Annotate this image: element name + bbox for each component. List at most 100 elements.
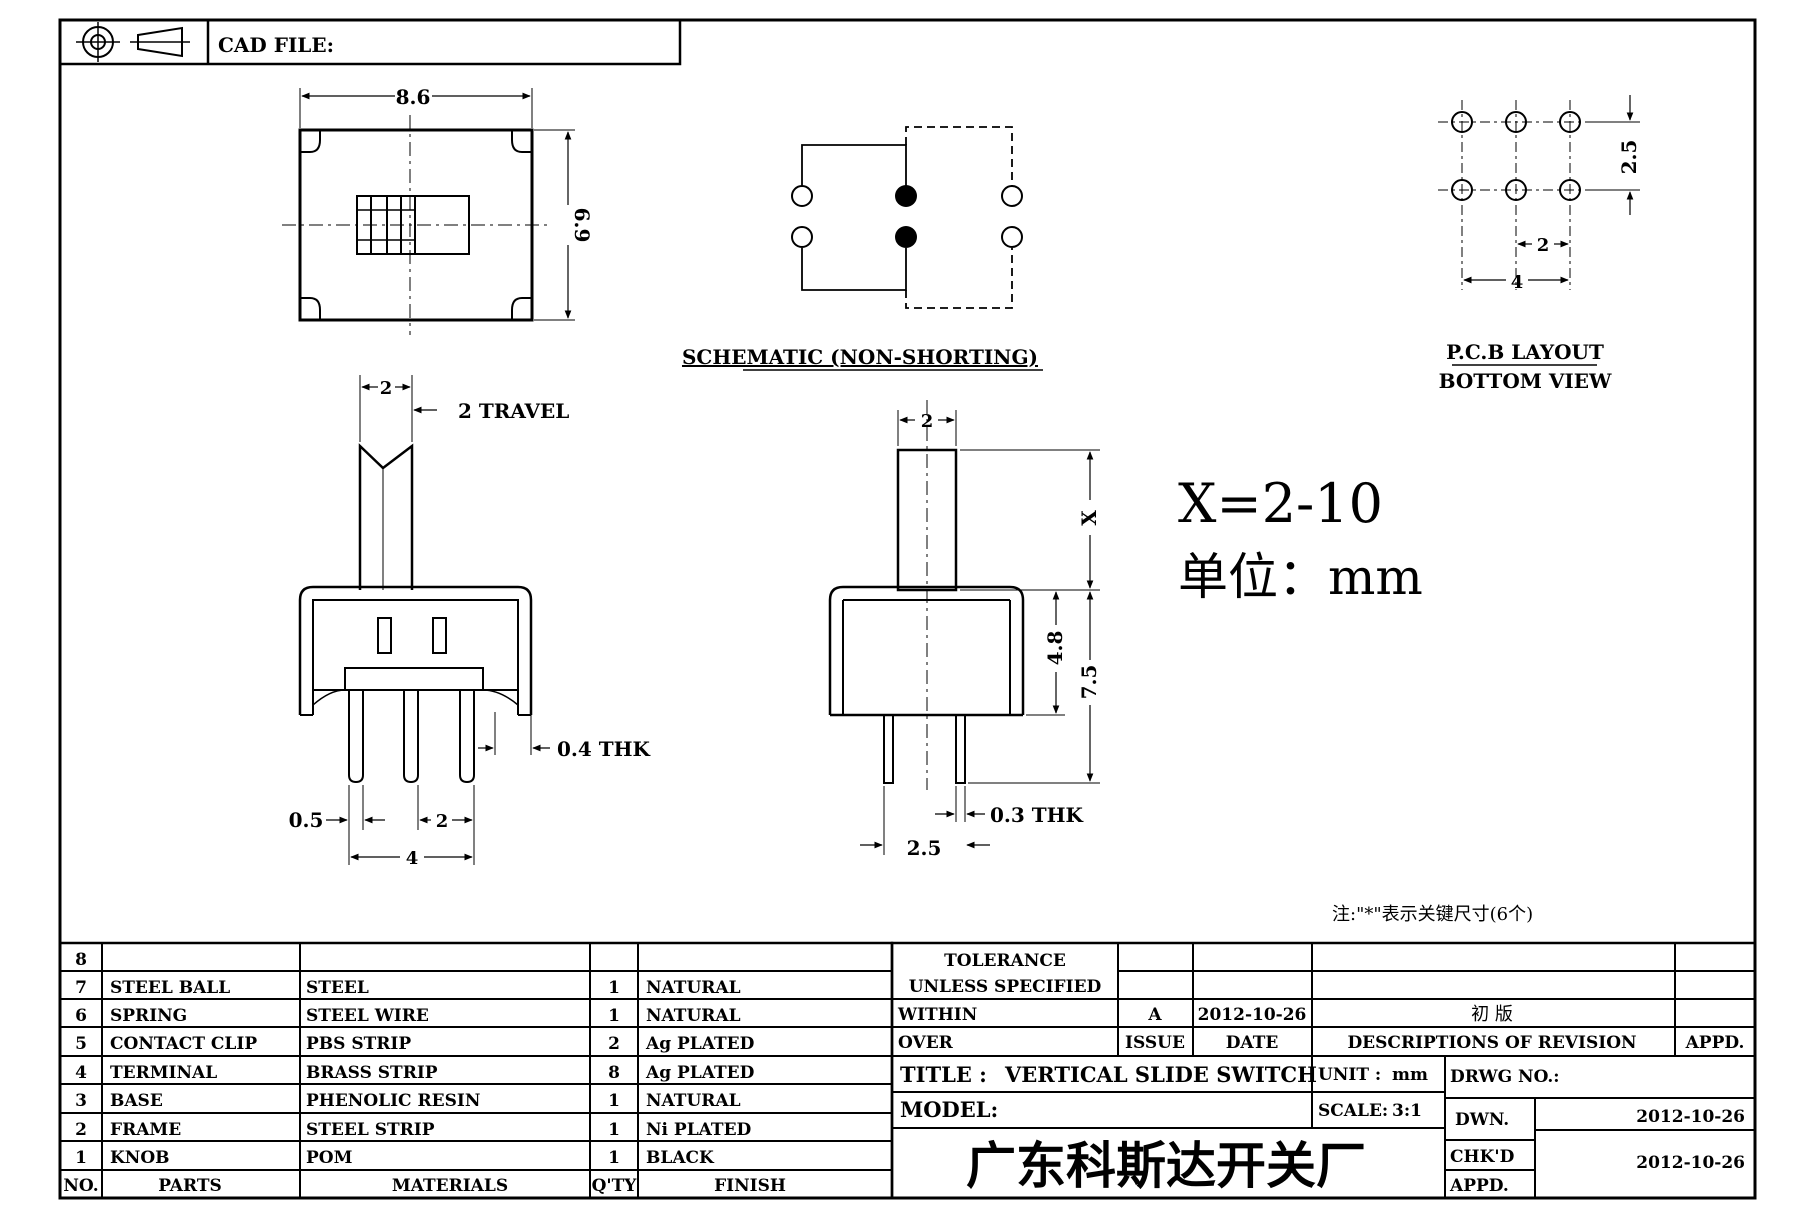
front-dim-pin-width: 0.5 bbox=[289, 808, 324, 832]
descriptions-label: DESCRIPTIONS OF REVISION bbox=[1347, 1033, 1636, 1053]
pcb-layout: 2.5 2 4 P.C.B LAYOUT BOTTOM VIEW bbox=[1438, 95, 1641, 393]
bom-cell-no: 6 bbox=[75, 1006, 87, 1026]
issue-label: ISSUE bbox=[1125, 1033, 1185, 1053]
bom-cell-qty: 1 bbox=[608, 1091, 620, 1111]
bom-cell-no: 7 bbox=[75, 978, 87, 998]
bom-header-finish: FINISH bbox=[714, 1176, 786, 1196]
bom-cell-no: 5 bbox=[75, 1034, 87, 1054]
scale-label: SCALE: bbox=[1318, 1101, 1388, 1121]
projection-symbol-icon bbox=[76, 22, 190, 62]
bom-cell-qty: 1 bbox=[608, 978, 620, 998]
bom-cell-no: 8 bbox=[75, 950, 87, 970]
bom-cell-material: POM bbox=[306, 1148, 353, 1168]
cad-file-header: CAD FILE: bbox=[58, 18, 682, 66]
title-label: TITLE : bbox=[900, 1062, 987, 1087]
schematic-diagram: SCHEMATIC (NON-SHORTING) bbox=[682, 126, 1043, 371]
bom-cell-part: TERMINAL bbox=[110, 1063, 217, 1083]
company-name: 广东科斯达开关厂 bbox=[966, 1137, 1366, 1195]
schematic-title: SCHEMATIC (NON-SHORTING) bbox=[682, 345, 1038, 369]
bom-cell-part: STEEL BALL bbox=[110, 978, 230, 998]
bom-cell-no: 1 bbox=[75, 1148, 87, 1168]
date-label: DATE bbox=[1226, 1033, 1279, 1053]
bom-header-no: NO. bbox=[63, 1176, 98, 1196]
bom-cell-no: 2 bbox=[75, 1120, 87, 1140]
appd-label: APPD. bbox=[1685, 1033, 1745, 1053]
model-label: MODEL: bbox=[900, 1097, 998, 1122]
bom-cell-no: 3 bbox=[75, 1091, 87, 1111]
side-dim-top: 2 bbox=[921, 411, 934, 432]
bom-header-materials: MATERIALS bbox=[392, 1176, 508, 1196]
title-block: TOLERANCE UNLESS SPECIFIED WITHIN OVER A… bbox=[890, 941, 1757, 1200]
bom-cell-material: PHENOLIC RESIN bbox=[306, 1091, 480, 1111]
front-dim-span: 4 bbox=[406, 848, 419, 869]
bom-cell-part: BASE bbox=[110, 1091, 163, 1111]
dwn-date: 2012-10-26 bbox=[1636, 1107, 1745, 1127]
unless-specified-label: UNLESS SPECIFIED bbox=[909, 977, 1102, 997]
revision-description: 初 版 bbox=[1471, 1004, 1513, 1025]
bom-cell-finish: NATURAL bbox=[646, 1091, 741, 1111]
bom-cell-part: SPRING bbox=[110, 1006, 187, 1026]
unit-label: UNIT : bbox=[1318, 1065, 1381, 1085]
top-view: 8.6 6.9 bbox=[282, 85, 594, 335]
bom-cell-finish: Ag PLATED bbox=[645, 1034, 755, 1054]
bom-header-parts: PARTS bbox=[158, 1176, 222, 1196]
pcb-title: P.C.B LAYOUT bbox=[1446, 340, 1604, 364]
drwg-no-label: DRWG NO.: bbox=[1450, 1067, 1560, 1087]
side-dim-pitch: 2.5 bbox=[907, 836, 942, 860]
tolerance-label: TOLERANCE bbox=[944, 951, 1066, 971]
front-dim-top: 2 bbox=[380, 378, 393, 399]
bom-cell-part: FRAME bbox=[110, 1120, 181, 1140]
bom-cell-material: BRASS STRIP bbox=[306, 1063, 438, 1083]
bom-header-qty: Q'TY bbox=[592, 1176, 638, 1196]
bom-cell-finish: NATURAL bbox=[646, 1006, 741, 1026]
bom-cell-finish: Ag PLATED bbox=[645, 1063, 755, 1083]
bom-cell-no: 4 bbox=[75, 1063, 87, 1083]
unit-note: 单位：mm bbox=[1178, 548, 1423, 606]
dwn-label: DWN. bbox=[1455, 1110, 1509, 1130]
bom-cell-finish: NATURAL bbox=[646, 978, 741, 998]
within-label: WITHIN bbox=[897, 1005, 977, 1025]
appd-row-label: APPD. bbox=[1449, 1176, 1509, 1196]
bom-cell-material: STEEL STRIP bbox=[306, 1120, 435, 1140]
title-value: VERTICAL SLIDE SWITCH bbox=[1004, 1062, 1317, 1087]
bom-cell-qty: 1 bbox=[608, 1120, 620, 1140]
side-thk-label: 0.3 THK bbox=[990, 803, 1084, 827]
dim-height-label: 6.9 bbox=[570, 208, 594, 243]
bom-cell-part: KNOB bbox=[110, 1148, 170, 1168]
bom-cell-material: PBS STRIP bbox=[306, 1034, 411, 1054]
key-dimension-note: 注:"*"表示关键尺寸(6个) bbox=[1332, 904, 1533, 925]
bom-cell-material: STEEL WIRE bbox=[306, 1006, 429, 1026]
bom-cell-material: STEEL bbox=[306, 978, 369, 998]
bom-cell-qty: 8 bbox=[608, 1063, 620, 1083]
chk-date: 2012-10-26 bbox=[1636, 1153, 1745, 1173]
front-thk-label: 0.4 THK bbox=[557, 737, 651, 761]
side-view: 2 X 4.8 7.5 0.3 THK 2.5 bbox=[828, 400, 1101, 860]
pcb-dim-row: 2.5 bbox=[1617, 140, 1641, 175]
front-view: 2 2 TRAVEL 0.4 THK 0.5 2 4 bbox=[289, 375, 651, 869]
cad-file-label: CAD FILE: bbox=[218, 33, 334, 57]
dim-width-label: 8.6 bbox=[396, 85, 431, 109]
travel-label: 2 TRAVEL bbox=[458, 399, 569, 423]
revision-issue: A bbox=[1147, 1005, 1162, 1025]
bom-cell-finish: Ni PLATED bbox=[646, 1120, 752, 1140]
unit-value: mm bbox=[1392, 1065, 1428, 1085]
bom-cell-finish: BLACK bbox=[646, 1148, 715, 1168]
side-dim-total: 7.5 bbox=[1077, 665, 1101, 700]
side-dim-body: 4.8 bbox=[1043, 631, 1067, 666]
pcb-dim-pitch: 2 bbox=[1537, 235, 1550, 256]
revision-date: 2012-10-26 bbox=[1198, 1005, 1307, 1025]
chkd-label: CHK'D bbox=[1450, 1147, 1515, 1167]
bom-cell-qty: 1 bbox=[608, 1006, 620, 1026]
front-dim-pitch: 2 bbox=[436, 811, 449, 832]
pcb-dim-span: 4 bbox=[1511, 272, 1524, 293]
bom-cell-qty: 2 bbox=[608, 1034, 620, 1054]
bom-cell-part: CONTACT CLIP bbox=[110, 1034, 257, 1054]
pcb-subtitle: BOTTOM VIEW bbox=[1439, 369, 1612, 393]
over-label: OVER bbox=[898, 1033, 954, 1053]
x-range-note: X=2-10 bbox=[1178, 472, 1383, 535]
bom-cell-qty: 1 bbox=[608, 1148, 620, 1168]
scale-value: 3:1 bbox=[1392, 1101, 1422, 1121]
side-dim-x: X bbox=[1077, 510, 1101, 526]
